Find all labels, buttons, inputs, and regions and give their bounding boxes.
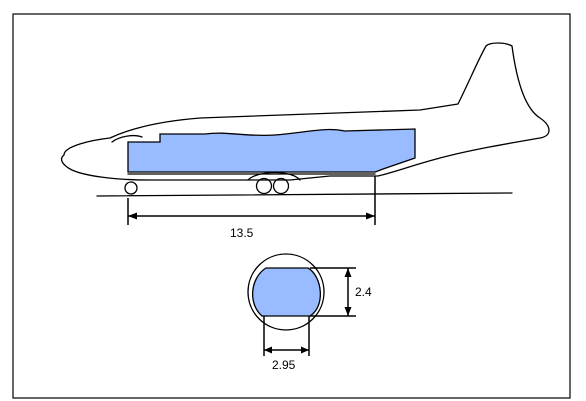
width-arrow-right [301,346,309,354]
fuselage-cross-section [247,253,325,331]
main-wheel-rear [272,177,290,195]
height-arrow-bottom [344,307,352,316]
width-arrow-left [264,346,272,354]
length-arrow-left [128,212,137,220]
hold-length-label: 13.5 [230,226,254,240]
cargo-hold-side [127,128,416,173]
height-arrow-top [344,268,352,277]
length-arrow-right [366,212,375,220]
width-dimension: 2.95 [263,316,310,372]
fuselage-outline [60,42,550,181]
diagram-frame [12,13,571,399]
hold-floor-width-label: 2.95 [272,358,296,372]
ground-line [96,192,513,197]
cockpit-window [111,135,143,143]
hold-height-label: 2.4 [355,285,372,299]
cargo-hold-cross-section [252,267,322,317]
length-dimension: 13.5 [127,176,376,240]
height-dimension: 2.4 [310,267,372,317]
nose-wheel [124,181,138,195]
main-wheel-front [255,177,273,195]
fuselage-circle [247,253,325,331]
